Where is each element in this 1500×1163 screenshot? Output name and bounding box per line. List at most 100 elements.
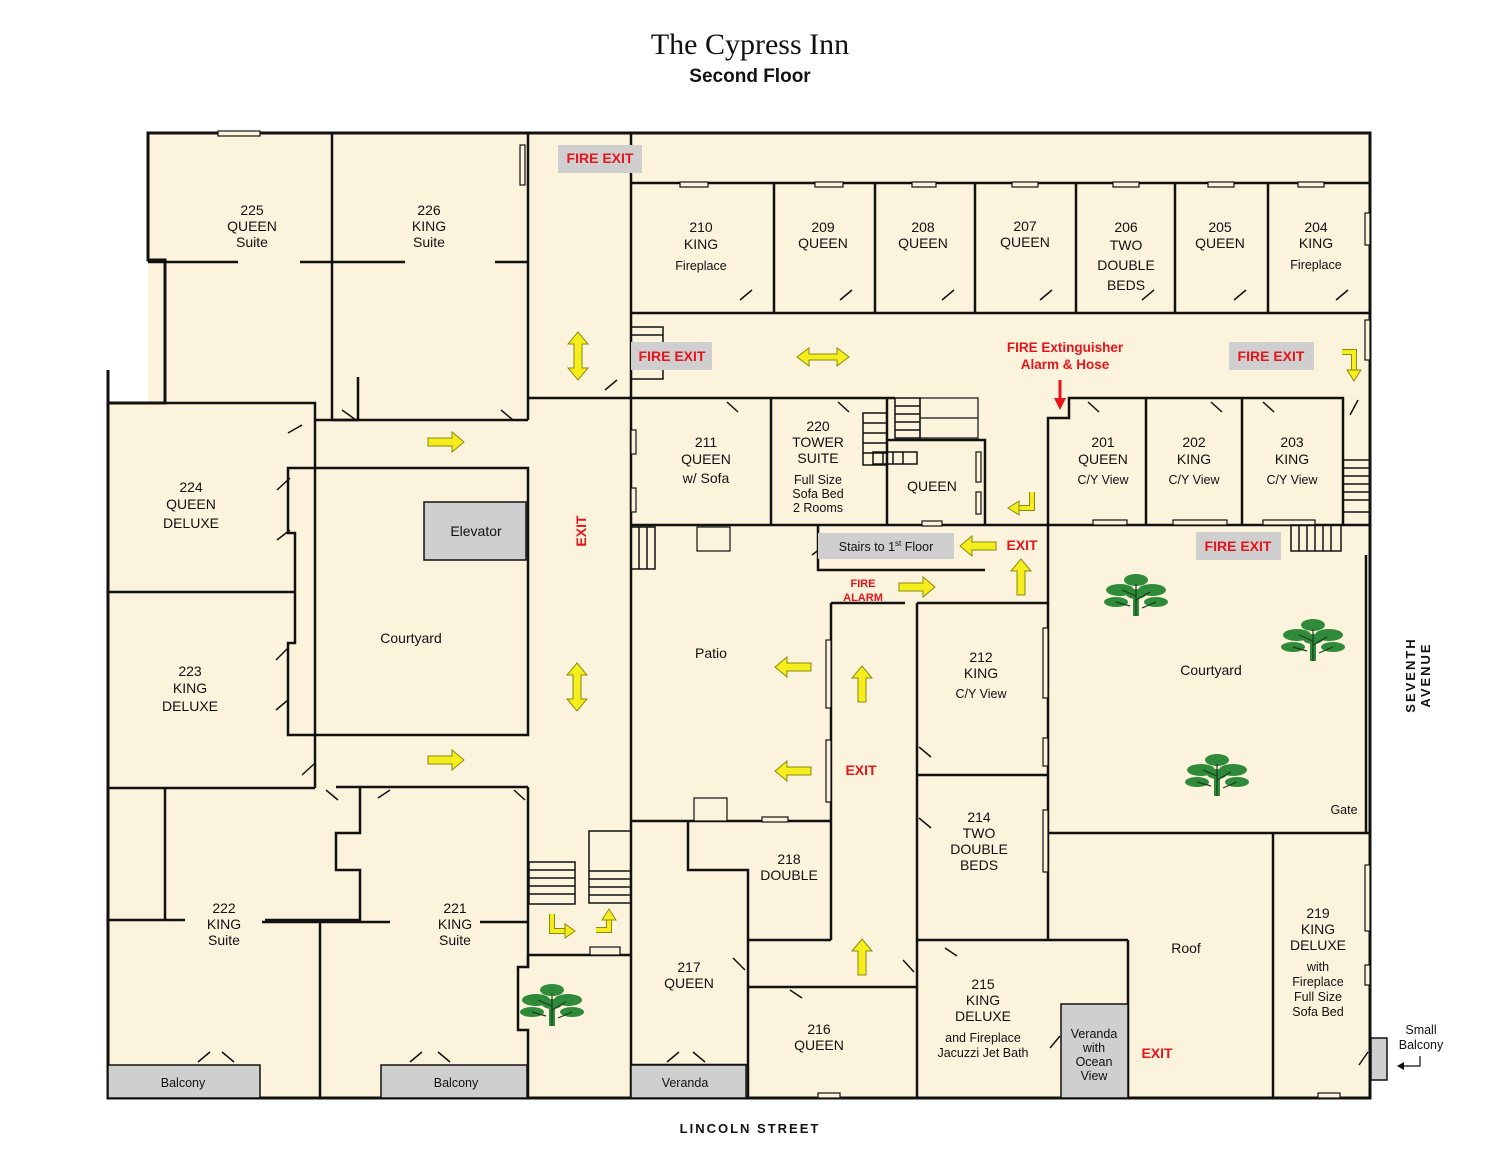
balcony-label: Balcony [434,1076,479,1090]
svg-text:Full Size: Full Size [1294,990,1342,1004]
exit-label: EXIT [845,762,877,778]
svg-text:FIRE Extinguisher: FIRE Extinguisher [1007,340,1124,355]
svg-text:QUEEN: QUEEN [227,218,277,234]
svg-text:C/Y View: C/Y View [1267,473,1319,487]
svg-text:207: 207 [1013,218,1037,234]
svg-text:Veranda: Veranda [1071,1027,1118,1041]
small-balcony-label: Small Balcony [1397,1023,1444,1070]
map-subtitle: Second Floor [689,66,811,87]
svg-text:QUEEN: QUEEN [1195,235,1245,251]
room-216-label: 216 QUEEN [794,1021,844,1053]
svg-text:View: View [1081,1069,1109,1083]
svg-text:QUEEN: QUEEN [907,478,957,494]
gray-areas [107,145,1388,1099]
svg-text:C/Y View: C/Y View [1078,473,1130,487]
fire-exit-label: FIRE EXIT [639,348,706,364]
roof-label: Roof [1171,940,1201,956]
svg-text:226: 226 [417,202,441,218]
room-212-label: 212 KING C/Y View [956,649,1008,701]
svg-text:221: 221 [443,900,467,916]
svg-text:QUEEN: QUEEN [681,451,731,467]
exit-label: EXIT [1141,1045,1173,1061]
svg-text:Suite: Suite [439,932,471,948]
svg-text:KING: KING [1299,235,1333,251]
svg-text:225: 225 [240,202,264,218]
svg-text:QUEEN: QUEEN [898,235,948,251]
svg-text:KING: KING [412,218,446,234]
svg-text:C/Y View: C/Y View [956,687,1008,701]
svg-text:219: 219 [1306,905,1330,921]
svg-text:QUEEN: QUEEN [664,975,714,991]
veranda-ocean-view-label: Veranda with Ocean View [1071,1027,1118,1083]
room-221-label: 221 KING Suite [438,900,472,948]
svg-text:204: 204 [1304,219,1328,235]
room-211-label: 211 QUEEN w/ Sofa [681,434,731,486]
svg-text:FIRE: FIRE [850,578,875,590]
svg-text:224: 224 [179,479,203,495]
room-214-label: 214 TWO DOUBLE BEDS [950,809,1008,873]
svg-text:ALARM: ALARM [843,592,883,604]
room-225-label: 225 QUEEN Suite [227,202,277,250]
svg-text:202: 202 [1182,434,1206,450]
svg-text:QUEEN: QUEEN [1078,451,1128,467]
svg-text:203: 203 [1280,434,1304,450]
room-224-label: 224 QUEEN DELUXE [163,479,219,531]
svg-text:DOUBLE: DOUBLE [760,867,818,883]
svg-text:Balcony: Balcony [1399,1038,1444,1052]
room-222-label: 222 KING Suite [207,900,241,948]
svg-text:KING: KING [1177,451,1211,467]
svg-text:KING: KING [173,680,207,696]
svg-text:KING: KING [1275,451,1309,467]
room-206-label: 206 TWO DOUBLE BEDS [1097,219,1155,293]
svg-text:DOUBLE: DOUBLE [950,841,1008,857]
svg-text:KING: KING [207,916,241,932]
svg-text:217: 217 [677,959,701,975]
room-203-label: 203 KING C/Y View [1267,434,1319,487]
room-220-label: 220 TOWER SUITE Full Size Sofa Bed 2 Roo… [792,418,844,515]
svg-text:Small: Small [1405,1023,1436,1037]
svg-text:with: with [1306,960,1329,974]
svg-text:Sofa Bed: Sofa Bed [792,487,843,501]
street-label-bottom: LINCOLN STREET [679,1121,821,1136]
svg-text:Sofa Bed: Sofa Bed [1292,1005,1343,1019]
room-202-label: 202 KING C/Y View [1169,434,1221,487]
svg-text:DOUBLE: DOUBLE [1097,257,1155,273]
svg-text:DELUXE: DELUXE [163,515,219,531]
veranda-label: Veranda [662,1076,709,1090]
svg-text:DELUXE: DELUXE [162,698,218,714]
svg-text:212: 212 [969,649,993,665]
door-swings [197,289,1369,1066]
svg-text:KING: KING [966,992,1000,1008]
svg-text:Fireplace: Fireplace [1290,258,1341,272]
svg-text:220: 220 [806,418,830,434]
svg-text:Jacuzzi Jet Bath: Jacuzzi Jet Bath [937,1046,1028,1060]
svg-text:QUEEN: QUEEN [794,1037,844,1053]
svg-text:205: 205 [1208,219,1232,235]
room-219-label: 219 KING DELUXE with Fireplace Full Size… [1290,905,1346,1019]
svg-text:DELUXE: DELUXE [1290,937,1346,953]
svg-text:and Fireplace: and Fireplace [945,1031,1021,1045]
svg-text:201: 201 [1091,434,1115,450]
svg-text:KING: KING [1301,921,1335,937]
map-title: The Cypress Inn [650,28,850,61]
balcony-label: Balcony [161,1076,206,1090]
svg-text:211: 211 [695,434,718,450]
svg-text:BEDS: BEDS [1107,277,1145,293]
svg-text:215: 215 [971,976,995,992]
svg-text:Suite: Suite [236,234,268,250]
svg-text:218: 218 [777,851,801,867]
svg-text:209: 209 [811,219,835,235]
svg-text:w/ Sofa: w/ Sofa [682,470,730,486]
stairs-label: Stairs to 1st Floor [839,539,933,554]
svg-text:208: 208 [911,219,935,235]
svg-text:BEDS: BEDS [960,857,998,873]
svg-text:QUEEN: QUEEN [1000,234,1050,250]
svg-text:Fireplace: Fireplace [1292,975,1343,989]
svg-text:QUEEN: QUEEN [166,496,216,512]
svg-text:Full Size: Full Size [794,473,842,487]
svg-text:TWO: TWO [1110,237,1143,253]
room-223-label: 223 KING DELUXE [162,663,218,714]
fire-alarm-label: FIRE ALARM [843,578,883,604]
svg-text:KING: KING [684,236,718,252]
